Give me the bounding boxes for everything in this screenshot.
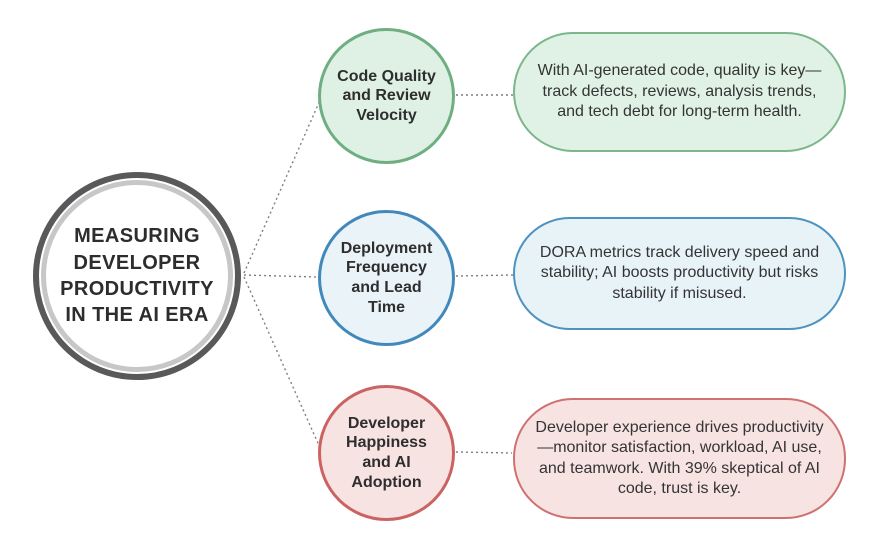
node-developer-happiness-label: Developer Happiness and AI Adoption <box>346 414 427 491</box>
pill-code-quality-text: With AI-generated code, quality is key—t… <box>537 62 822 121</box>
pill-developer-happiness: Developer experience drives productivity… <box>513 398 846 519</box>
pill-deployment-frequency-text: DORA metrics track delivery speed and st… <box>539 243 820 302</box>
connector-hub-to-blue <box>243 274 318 278</box>
pill-developer-happiness-text: Developer experience drives productivity… <box>535 418 824 497</box>
connector-hub-to-red <box>243 276 322 451</box>
connector-blue-node-to-pill <box>455 274 514 277</box>
node-deployment-frequency-label: Deployment Frequency and Lead Time <box>340 239 433 316</box>
node-developer-happiness: Developer Happiness and AI Adoption <box>318 385 455 521</box>
node-code-quality-label: Code Quality and Review Velocity <box>337 67 436 124</box>
node-code-quality: Code Quality and Review Velocity <box>318 28 455 164</box>
connector-hub-to-green <box>243 97 322 274</box>
pill-code-quality: With AI-generated code, quality is key—t… <box>513 32 846 152</box>
diagram-title: MEASURING DEVELOPER PRODUCTIVITY IN THE … <box>60 225 214 327</box>
node-deployment-frequency: Deployment Frequency and Lead Time <box>318 210 455 346</box>
central-topic-inner-ring: MEASURING DEVELOPER PRODUCTIVITY IN THE … <box>41 180 233 372</box>
connector-red-node-to-pill <box>455 451 513 454</box>
pill-deployment-frequency: DORA metrics track delivery speed and st… <box>513 217 846 330</box>
central-topic-circle: MEASURING DEVELOPER PRODUCTIVITY IN THE … <box>33 172 241 380</box>
